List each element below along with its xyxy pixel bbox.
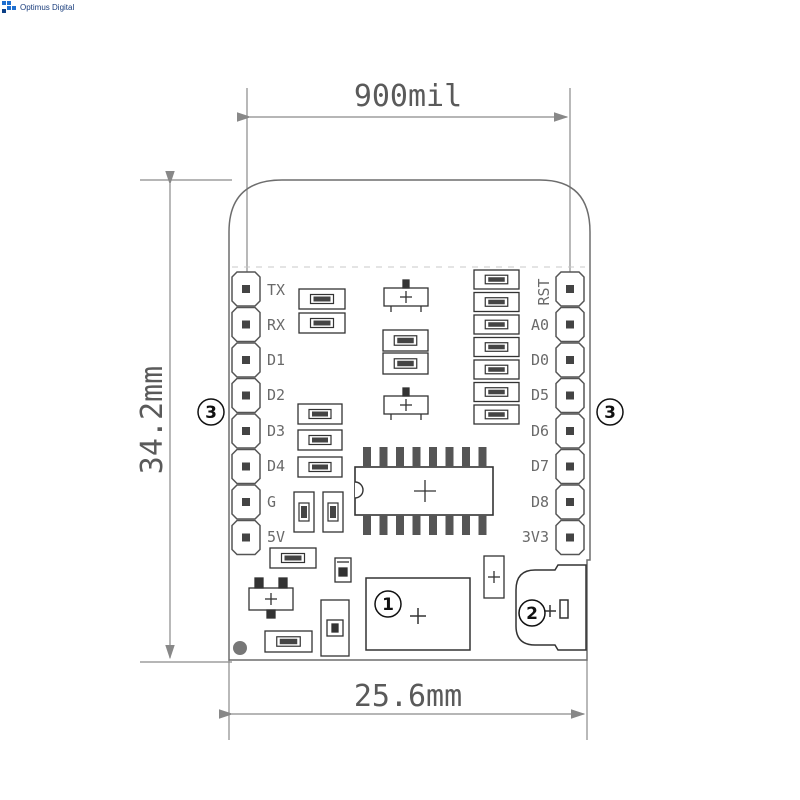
transistor-top <box>383 279 429 312</box>
resistor-5v <box>269 547 317 569</box>
capacitor-mid-1 <box>382 329 429 352</box>
pin-label-a0: A0 <box>531 316 549 334</box>
micro-usb-connector <box>365 577 471 651</box>
resistor-rx <box>298 312 346 334</box>
resistor-tx <box>298 288 346 310</box>
right-pin-rst <box>555 271 585 307</box>
dimension-top-label: 900mil <box>354 79 462 114</box>
left-pin-rx <box>231 306 261 343</box>
reset-button <box>515 564 587 651</box>
left-pin-g <box>231 484 261 520</box>
transistor-middle <box>383 387 429 420</box>
left-pin-d3 <box>231 413 261 449</box>
left-pin-d4 <box>231 448 261 485</box>
capacitor-large <box>320 599 350 657</box>
dimension-left-label: 34.2mm <box>135 366 170 474</box>
resistor-bottom <box>264 630 313 653</box>
resistor-array-7 <box>473 404 520 425</box>
dimension-bottom-label: 25.6mm <box>354 679 462 714</box>
pin-label-d6: D6 <box>531 422 549 440</box>
dimension-left <box>140 170 232 663</box>
callout-chip: 1 <box>374 590 402 618</box>
resistor-g-1 <box>293 491 315 533</box>
left-header <box>231 271 261 556</box>
optimus-logo-icon <box>2 1 16 13</box>
callout-button: 2 <box>518 599 546 627</box>
pin-label-d0: D0 <box>531 351 549 369</box>
resistor-array-5 <box>473 359 520 380</box>
resistor-d4 <box>297 456 343 478</box>
left-pin-5v <box>231 519 261 556</box>
resistor-d3-2 <box>297 429 343 451</box>
left-pin-tx <box>231 271 261 307</box>
pin-label-5v: 5V <box>267 528 285 546</box>
smd-components <box>264 269 520 653</box>
right-pin-d6 <box>555 413 585 449</box>
right-pin-d0 <box>555 342 585 378</box>
right-pin-d7 <box>555 448 585 485</box>
diode <box>334 557 352 583</box>
pin-label-d4: D4 <box>267 457 285 475</box>
left-pin-d2 <box>231 377 261 414</box>
left-pin-labels: TX RX D1 D2 D3 D4 G 5V <box>267 281 285 546</box>
pin-label-d8: D8 <box>531 493 549 511</box>
resistor-array-2 <box>473 291 520 313</box>
right-header <box>555 271 585 556</box>
capacitor-vertical <box>483 555 505 599</box>
right-pin-d5 <box>555 377 585 414</box>
board-outline <box>228 179 591 661</box>
capacitor-mid-2 <box>382 352 429 375</box>
pin-label-d3: D3 <box>267 422 285 440</box>
brand-name: Optimus Digital <box>20 2 75 12</box>
left-pin-d1 <box>231 342 261 378</box>
usb-serial-chip <box>354 447 494 535</box>
resistor-array-4 <box>473 336 520 358</box>
pin-label-d1: D1 <box>267 351 285 369</box>
dimension-bottom <box>218 660 588 740</box>
pin-label-d2: D2 <box>267 386 285 404</box>
pin-label-rx: RX <box>267 316 285 334</box>
right-pin-labels: RST A0 D0 D5 D6 D7 D8 3V3 <box>522 278 553 546</box>
dimension-top <box>236 88 571 300</box>
pin-label-g: G <box>267 493 276 511</box>
mounting-dot <box>233 641 247 655</box>
resistor-d3-1 <box>297 403 343 425</box>
resistor-array-3 <box>473 314 520 335</box>
pin-label-d7: D7 <box>531 457 549 475</box>
pin-label-d5: D5 <box>531 386 549 404</box>
brand-logo: Optimus Digital <box>2 1 74 13</box>
callout-left-header: 3 <box>197 398 225 426</box>
right-pin-a0 <box>555 306 585 343</box>
right-pin-d8 <box>555 484 585 520</box>
svg-text:2: 2 <box>526 604 538 624</box>
svg-text:3: 3 <box>205 403 217 423</box>
svg-text:1: 1 <box>382 595 394 615</box>
resistor-array-6 <box>473 381 520 403</box>
voltage-regulator <box>248 577 294 619</box>
svg-text:3: 3 <box>604 403 616 423</box>
right-pin-3v3 <box>555 519 585 556</box>
pin-label-3v3: 3V3 <box>522 528 549 546</box>
resistor-g-2 <box>322 491 344 533</box>
resistor-array-1 <box>473 269 520 290</box>
pin-label-rst: RST <box>535 278 553 305</box>
callout-right-header: 3 <box>596 398 624 426</box>
pin-label-tx: TX <box>267 281 285 299</box>
